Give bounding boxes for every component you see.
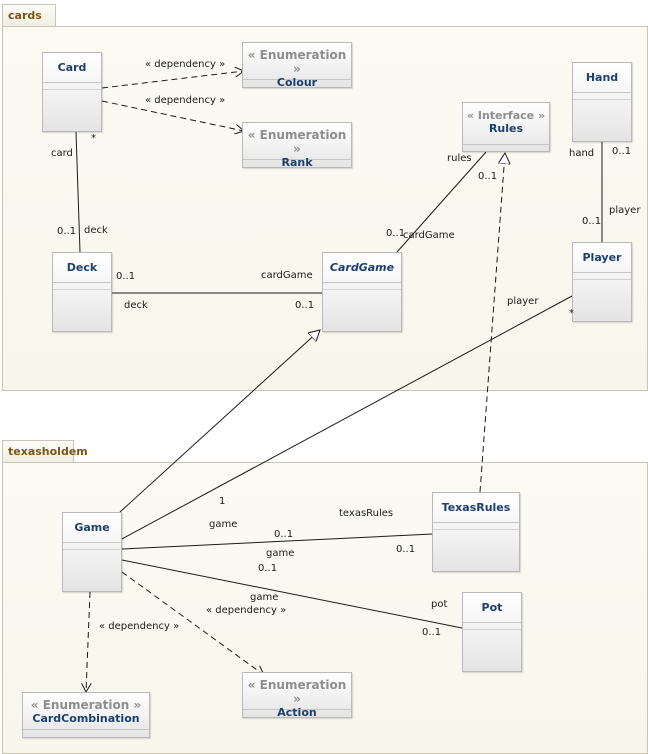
label-card-mult: * [91, 133, 96, 144]
class-name-action: Action [277, 706, 317, 719]
class-name-cardcombination: CardCombination [32, 712, 140, 725]
label-cg-rules-mult-top: 0..1 [478, 171, 498, 182]
class-player[interactable]: Player [572, 242, 632, 322]
label-dep-game-combo: « dependency » [99, 621, 180, 632]
enum-colour[interactable]: « Enumeration » Colour [242, 42, 352, 89]
class-name-rules: Rules [488, 122, 524, 135]
package-tab-texasholdem[interactable]: texasholdem [2, 440, 88, 462]
interface-rules[interactable]: « Interface » Rules [462, 102, 550, 152]
class-name-hand: Hand [585, 71, 619, 84]
class-name-deck: Deck [66, 261, 98, 274]
label-deck-cg-mult-right: 0..1 [295, 300, 315, 311]
stereotype-action: « Enumeration » [247, 678, 347, 706]
label-player-role-top: player [609, 205, 641, 216]
label-pot-role: pot [431, 599, 448, 610]
label-cg-rules-role: rules [447, 153, 472, 164]
class-name-game: Game [74, 521, 110, 534]
class-cardgame[interactable]: CardGame [322, 252, 402, 332]
label-game-pot-mult-game: 0..1 [258, 563, 278, 574]
label-deck-role-top: deck [84, 225, 108, 236]
stereotype-colour: « Enumeration » [247, 48, 347, 76]
label-player-mult-top: 0..1 [582, 216, 602, 227]
package-name-cards: cards [8, 9, 42, 22]
class-card[interactable]: Card [42, 52, 102, 132]
label-player-game-role: player [507, 296, 539, 307]
association-cardgame-rules[interactable] [396, 151, 487, 253]
association-player-game[interactable] [119, 295, 573, 541]
label-game-texas-mult-game: 0..1 [274, 529, 294, 540]
label-game-pot-role-game2: game [250, 592, 279, 603]
class-name-texasrules: TexasRules [441, 501, 511, 514]
label-deck-cg-role-right: cardGame [261, 270, 313, 281]
class-name-rank: Rank [281, 156, 313, 169]
class-name-pot: Pot [481, 601, 503, 614]
label-deck-mult-top: 0..1 [57, 226, 77, 237]
label-hand-mult: 0..1 [612, 146, 632, 157]
label-game-player-mult: 1 [219, 496, 226, 507]
class-name-cardgame: CardGame [329, 261, 395, 274]
label-game-pot-role-game: game [266, 548, 295, 559]
label-dep-game-action: « dependency » [206, 605, 287, 616]
enum-cardcombination[interactable]: « Enumeration » CardCombination [22, 692, 150, 738]
association-game-texasrules[interactable] [121, 533, 434, 550]
package-name-texasholdem: texasholdem [8, 445, 88, 458]
class-texasrules[interactable]: TexasRules [432, 492, 520, 572]
dependency-card-rank[interactable] [101, 100, 244, 131]
class-deck[interactable]: Deck [52, 252, 112, 332]
label-cg-rules-mult-bottom: 0..1 [386, 228, 406, 239]
stereotype-rank: « Enumeration » [247, 128, 347, 156]
label-pot-mult: 0..1 [422, 627, 442, 638]
stereotype-cardcombination: « Enumeration » [30, 698, 142, 712]
label-card-role: card [51, 148, 73, 159]
label-deck-cg-mult-left: 0..1 [116, 271, 136, 282]
label-dep-card-colour: « dependency » [145, 59, 226, 70]
generalization-game-cardgame[interactable] [119, 330, 320, 513]
dependency-card-colour[interactable] [101, 71, 244, 89]
label-dep-card-rank: « dependency » [145, 95, 226, 106]
class-game[interactable]: Game [62, 512, 122, 592]
label-game-texas-role-rules: texasRules [339, 508, 394, 519]
label-hand-role: hand [569, 148, 595, 159]
enum-action[interactable]: « Enumeration » Action [242, 672, 352, 719]
realization-texasrules-rules[interactable] [479, 153, 505, 493]
class-name-card: Card [57, 61, 87, 74]
stereotype-rules: « Interface » [466, 109, 546, 122]
association-card-deck[interactable] [75, 131, 81, 253]
class-name-player: Player [582, 251, 622, 264]
label-deck-cg-role-left: deck [124, 300, 148, 311]
class-hand[interactable]: Hand [572, 62, 632, 142]
label-game-texas-role-game: game [209, 519, 238, 530]
class-pot[interactable]: Pot [462, 592, 522, 672]
label-cg-rules-role-bottom: cardGame [403, 230, 455, 241]
dependency-game-cardcombination[interactable] [86, 591, 90, 692]
label-game-texas-mult-rules: 0..1 [396, 544, 416, 555]
label-player-game-mult: * [569, 308, 574, 319]
package-tab-cards[interactable]: cards [2, 4, 56, 26]
association-game-pot[interactable] [121, 559, 463, 629]
enum-rank[interactable]: « Enumeration » Rank [242, 122, 352, 169]
class-name-colour: Colour [276, 76, 318, 89]
